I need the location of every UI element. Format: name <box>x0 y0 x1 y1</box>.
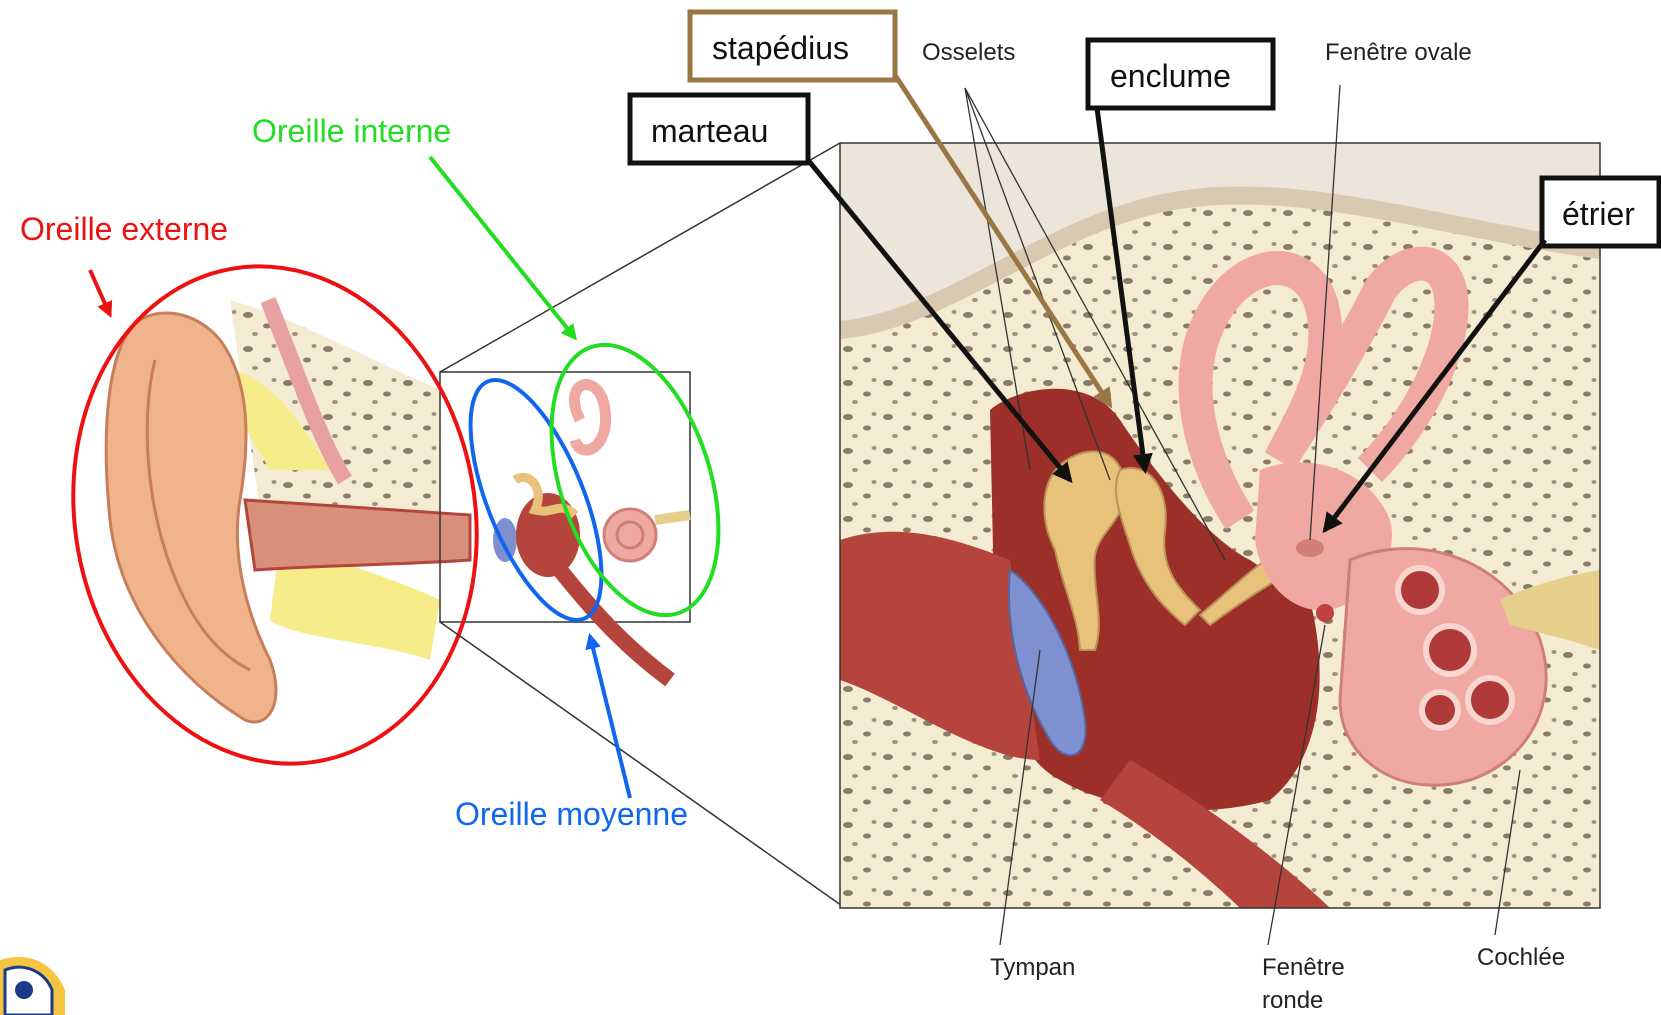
small-tympanum <box>493 518 517 562</box>
fenetre-ovale-label: Fenêtre ovale <box>1325 39 1472 66</box>
round-window <box>1316 604 1334 622</box>
cochlee-label: Cochlée <box>1477 944 1565 971</box>
small-nerve <box>655 515 690 520</box>
stapedius-label: stapédius <box>712 30 849 66</box>
enclume-box: enclume <box>1088 40 1273 108</box>
tympan-label: Tympan <box>990 954 1075 981</box>
oval-window <box>1296 539 1324 557</box>
middle-ear-label: Oreille moyenne <box>455 796 688 832</box>
small-cochlea <box>604 509 656 561</box>
etrier-box: étrier <box>1542 178 1659 246</box>
logo <box>0 957 65 1015</box>
fenetre-ronde-label-line2: ronde <box>1262 987 1323 1014</box>
internal-ear-ellipse <box>520 324 749 637</box>
external-ear-arrow <box>90 270 110 315</box>
internal-ear-arrow <box>430 157 575 338</box>
cochlea-turn-3 <box>1468 678 1512 722</box>
marteau-label: marteau <box>651 113 768 149</box>
osselets-label: Osselets <box>922 39 1015 66</box>
middle-ear-arrow <box>590 636 630 798</box>
marteau-box: marteau <box>630 95 808 163</box>
external-ear-label: Oreille externe <box>20 211 228 247</box>
small-semicircular-canals <box>574 385 605 450</box>
fenetre-ronde-label-line1: Fenêtre <box>1262 954 1345 981</box>
etrier-label: étrier <box>1562 196 1635 232</box>
internal-ear-label: Oreille interne <box>252 113 451 149</box>
cochlea-turn-4 <box>1422 692 1458 728</box>
cochlea-turn-2 <box>1426 626 1474 674</box>
small-middle-cavity <box>516 493 580 577</box>
whole-ear-illustration <box>106 300 690 722</box>
small-eustachian-tube <box>560 570 670 680</box>
enlarged-ear-illustration <box>840 143 1600 908</box>
stapedius-box: stapédius <box>690 12 895 80</box>
cochlea-turn-1 <box>1398 568 1442 612</box>
enclume-label: enclume <box>1110 58 1231 94</box>
